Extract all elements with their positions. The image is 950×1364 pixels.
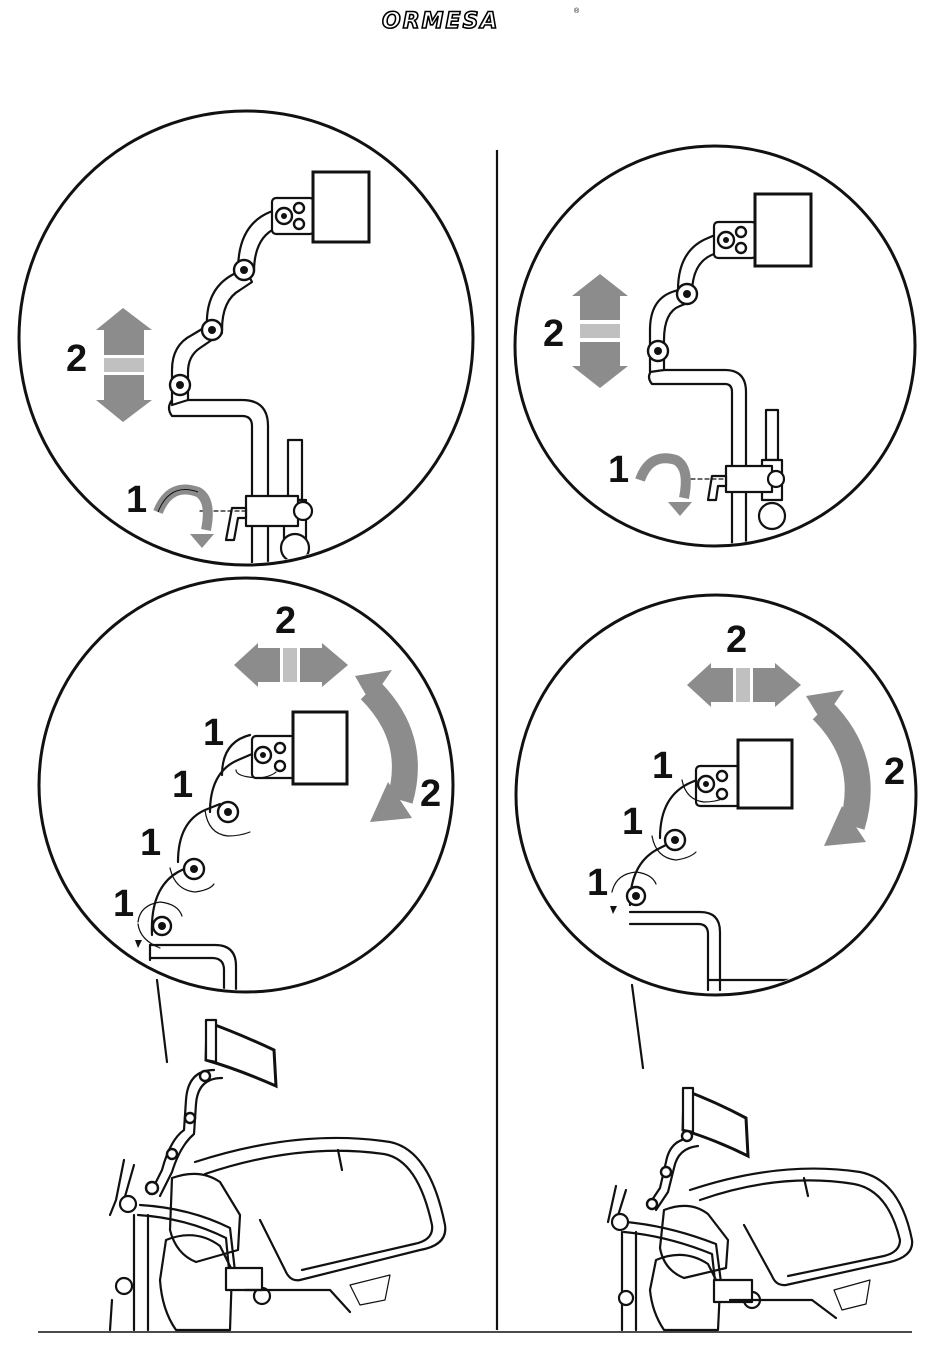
label-1: 1 [587,862,608,904]
vertical-arrow-2 [96,308,152,422]
label-1: 1 [126,479,147,521]
label-1: 1 [622,801,643,843]
panel-top-left: 2 1 [19,111,473,570]
callout-line [632,985,643,1068]
wheelchair-left [110,1020,445,1330]
label-1: 1 [172,764,193,806]
label-1: 1 [140,822,161,864]
label-1: 1 [652,745,673,787]
joint [234,260,254,280]
callout-line [157,980,167,1062]
label-2: 2 [275,600,296,642]
panel-top-right: 2 1 [515,146,915,550]
wheelchair-right [608,1088,912,1330]
label-1: 1 [203,712,224,754]
label-1: 1 [113,883,134,925]
vertical-arrow-2 [572,274,628,388]
label-2: 2 [726,619,747,661]
panel-bottom-left: 2 2 1 1 1 1 [39,578,453,1062]
joint [170,375,190,395]
label-2: 2 [420,773,441,815]
label-2: 2 [884,751,905,793]
label-2: 2 [543,313,564,355]
panel-bottom-right: 2 2 1 1 1 [516,595,916,1068]
label-2: 2 [66,338,87,380]
label-1: 1 [608,449,629,491]
joint [202,320,222,340]
